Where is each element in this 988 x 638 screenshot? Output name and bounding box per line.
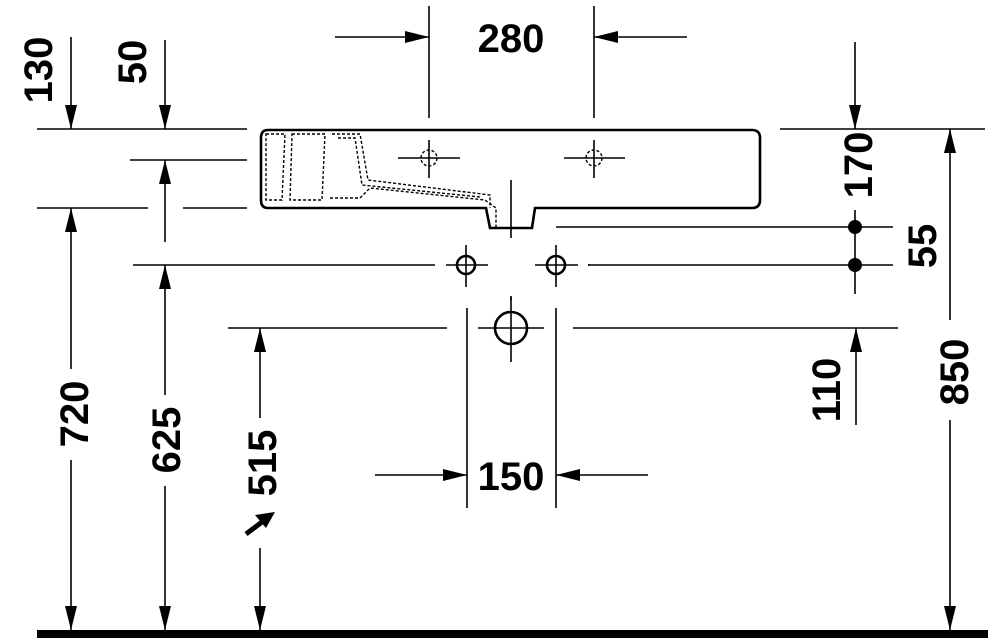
drain-hole-icon: [478, 296, 544, 362]
svg-text:130: 130: [17, 37, 61, 104]
svg-text:280: 280: [478, 17, 545, 61]
svg-text:150: 150: [478, 455, 545, 499]
svg-text:110: 110: [805, 358, 849, 423]
dim-515: 515: [241, 328, 285, 630]
dim-280: 280: [335, 6, 687, 118]
supply-holes: [133, 245, 590, 300]
dim-130-50: 130 50: [17, 37, 247, 242]
svg-text:55: 55: [901, 224, 945, 269]
diagonal-arrow-icon: [244, 512, 275, 536]
supply-hole-left-icon: [446, 245, 488, 287]
tap-hole-left-icon: [398, 140, 460, 178]
svg-text:720: 720: [53, 381, 97, 448]
svg-text:625: 625: [145, 407, 189, 474]
floor-line: [37, 630, 988, 638]
basin-outline: [259, 128, 762, 238]
svg-text:515: 515: [241, 430, 285, 497]
dim-170-55: 170 55: [556, 42, 985, 294]
dim-850: 850: [933, 129, 977, 630]
svg-text:50: 50: [111, 40, 155, 85]
drain-hole: [228, 296, 898, 362]
dim-625: 625: [145, 265, 189, 630]
tap-hole-right-icon: [564, 140, 625, 178]
dim-150: 150: [375, 308, 648, 508]
svg-text:170: 170: [837, 132, 881, 199]
svg-text:850: 850: [933, 339, 977, 406]
dim-110: 110: [805, 328, 862, 425]
supply-hole-right-icon: [535, 245, 578, 287]
dim-720: 720: [53, 208, 97, 630]
